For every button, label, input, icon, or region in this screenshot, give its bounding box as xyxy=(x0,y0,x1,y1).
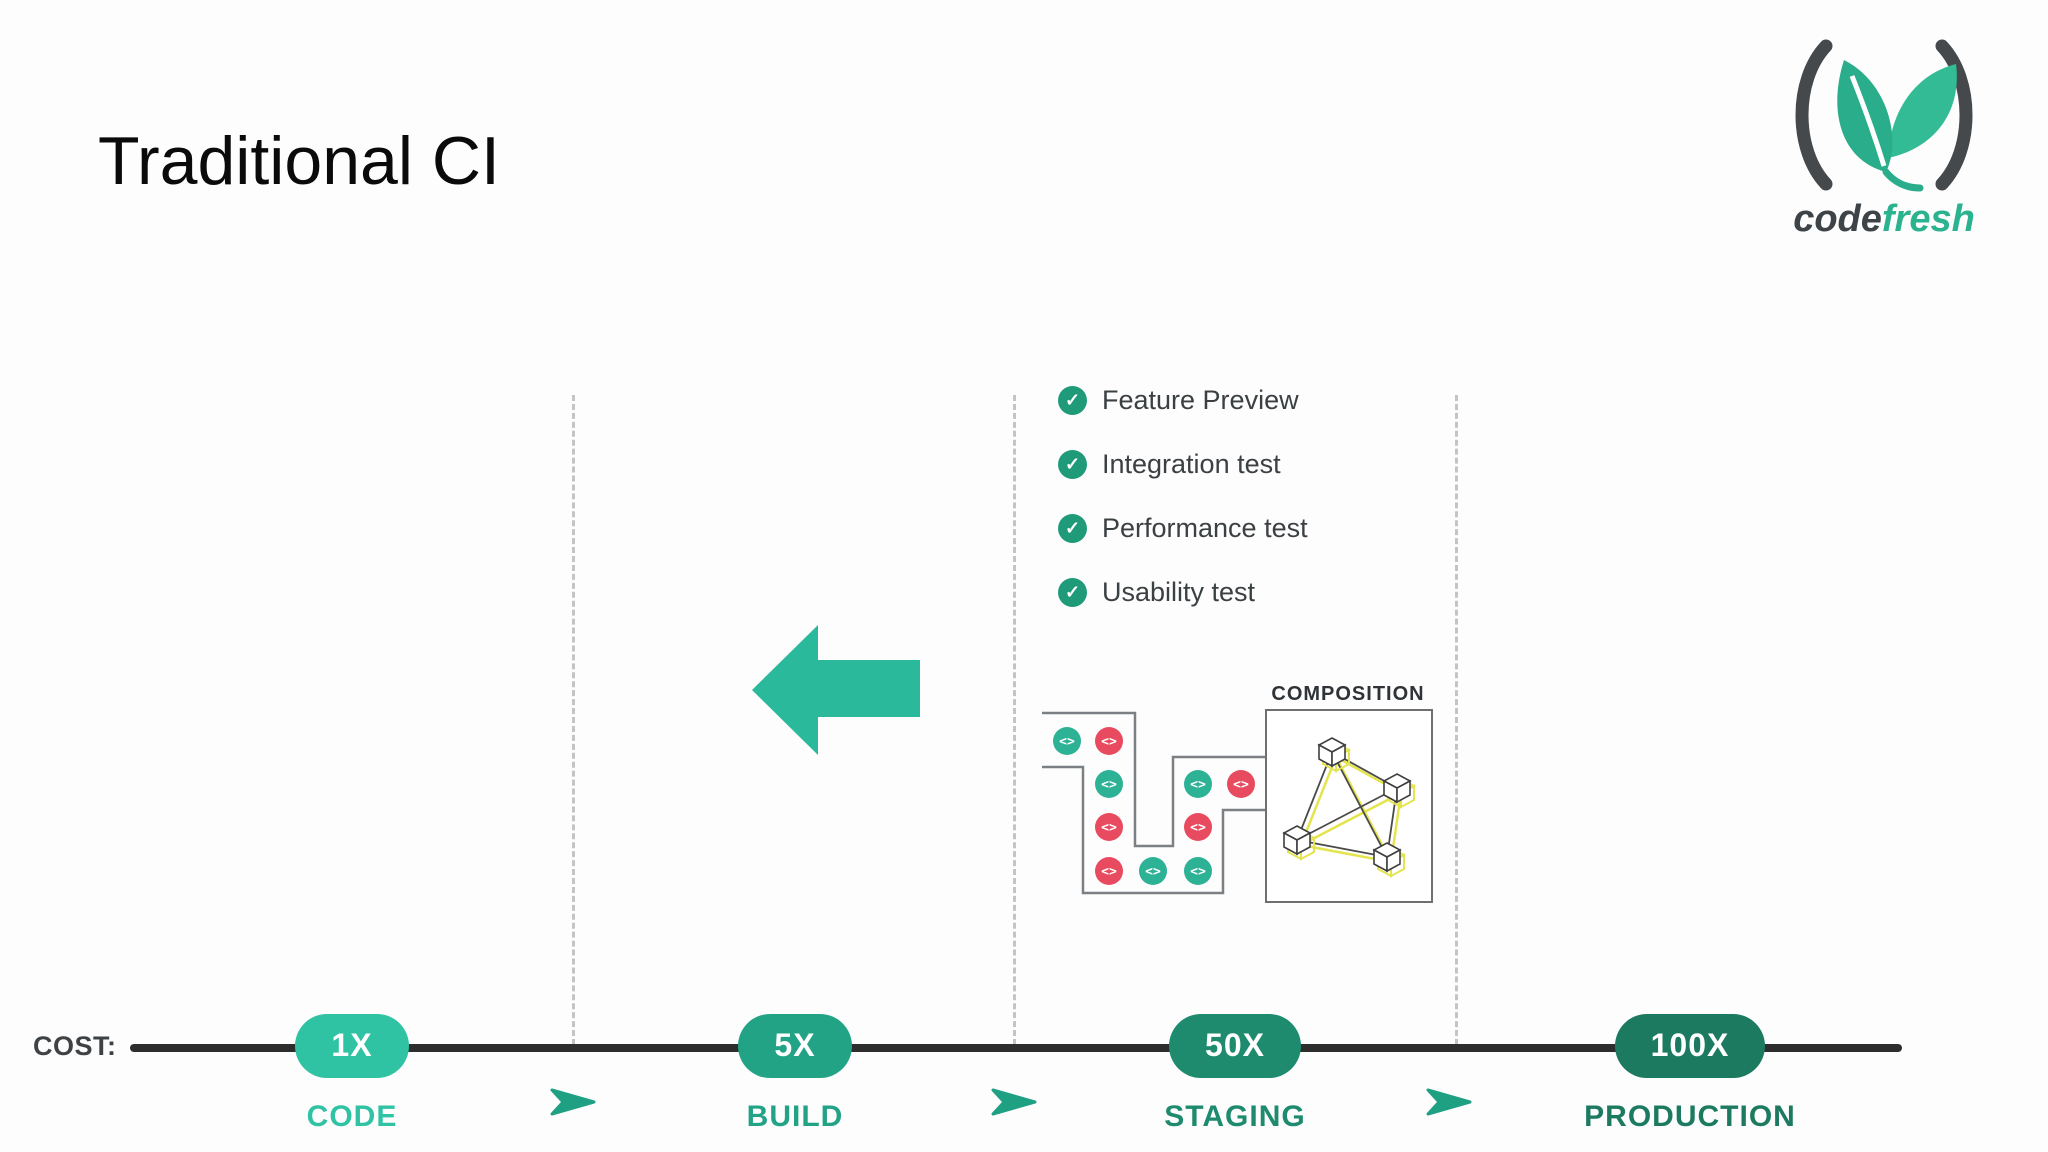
left-paren-glyph xyxy=(1795,39,1833,191)
cost-pill: 50X xyxy=(1169,1014,1301,1078)
stage-divider-line xyxy=(1455,395,1458,1045)
right-paren-glyph xyxy=(1935,39,1973,191)
commit-node-fail xyxy=(1095,857,1123,885)
checklist-item-label: Performance test xyxy=(1102,513,1308,543)
pipeline-path-outline xyxy=(1042,765,1266,895)
checklist-item-label: Usability test xyxy=(1102,577,1256,607)
checklist-item: ✓ Feature Preview xyxy=(1058,385,1308,415)
stage-name: CODE xyxy=(306,1100,398,1133)
commit-node-fail xyxy=(1227,770,1255,798)
page-title: Traditional CI xyxy=(98,123,500,199)
cost-pill: 1X xyxy=(295,1014,409,1078)
code-brackets-icon: <> xyxy=(1101,735,1117,750)
commit-node-pass xyxy=(1184,857,1212,885)
check-circle-icon: ✓ xyxy=(1058,514,1087,543)
commit-node-fail xyxy=(1095,813,1123,841)
service-cube-icon xyxy=(1318,737,1346,767)
code-brackets-icon: <> xyxy=(1059,735,1075,750)
test-checklist: ✓ Feature Preview ✓ Integration test ✓ P… xyxy=(1058,385,1308,642)
code-brackets-icon: <> xyxy=(1101,778,1117,793)
checklist-item: ✓ Usability test xyxy=(1058,577,1308,607)
staging-pipeline-diagram: <> <> <> <> <> <> <> <> <> <> COMPOSITION xyxy=(1042,683,1433,903)
code-brackets-icon: <> xyxy=(1190,821,1206,836)
stage-name: BUILD xyxy=(746,1100,844,1133)
stage-name: PRODUCTION xyxy=(1584,1100,1796,1133)
commit-node-pass xyxy=(1053,727,1081,755)
composition-label: COMPOSITION xyxy=(1271,683,1424,705)
check-circle-icon: ✓ xyxy=(1058,386,1087,415)
stage-name: STAGING xyxy=(1164,1100,1306,1133)
checklist-item-label: Integration test xyxy=(1102,449,1281,479)
stage-divider-line xyxy=(572,395,575,1045)
code-brackets-icon: <> xyxy=(1101,821,1117,836)
commit-node-fail xyxy=(1184,813,1212,841)
code-brackets-icon: <> xyxy=(1233,778,1249,793)
stage-divider-line xyxy=(1013,395,1016,1045)
code-brackets-icon: <> xyxy=(1101,865,1117,880)
check-circle-icon: ✓ xyxy=(1058,578,1087,607)
leaf-vein xyxy=(1849,75,1887,167)
service-cube-icon xyxy=(1283,825,1311,855)
checklist-item: ✓ Performance test xyxy=(1058,513,1308,543)
stage-code: 1X CODE xyxy=(212,1014,492,1134)
service-cube-icon xyxy=(1383,773,1411,803)
cost-axis-line xyxy=(130,1044,1902,1052)
commit-node-fail xyxy=(1095,727,1123,755)
commit-node-pass xyxy=(1184,770,1212,798)
pipeline-path-outline xyxy=(1042,711,1266,848)
stage-staging: 50X STAGING xyxy=(1095,1014,1375,1134)
cost-pill: 100X xyxy=(1614,1014,1766,1078)
code-brackets-icon: <> xyxy=(1145,865,1161,880)
codefresh-logo-icon xyxy=(1795,39,1973,192)
commit-node-pass xyxy=(1139,857,1167,885)
checklist-item-label: Feature Preview xyxy=(1102,385,1299,415)
check-circle-icon: ✓ xyxy=(1058,450,1087,479)
stage-production: 100X PRODUCTION xyxy=(1550,1014,1830,1134)
code-brackets-icon: <> xyxy=(1190,778,1206,793)
codefresh-wordmark: codefresh xyxy=(1778,198,1990,241)
stage-arrow-icon xyxy=(991,1088,1037,1116)
composition-box xyxy=(1265,709,1433,903)
code-brackets-icon: <> xyxy=(1190,865,1206,880)
commit-node-pass xyxy=(1095,770,1123,798)
right-leaf-icon xyxy=(1888,64,1957,158)
back-arrow-icon xyxy=(752,625,920,755)
stage-arrow-icon xyxy=(550,1088,596,1116)
pipeline-commit-nodes: <> <> <> <> <> <> <> <> <> <> xyxy=(1053,727,1255,885)
stage-arrow-icon xyxy=(1426,1088,1472,1116)
checklist-item: ✓ Integration test xyxy=(1058,449,1308,479)
wordmark-code: code xyxy=(1793,198,1882,240)
cost-pill: 5X xyxy=(738,1014,852,1078)
codefresh-logo: codefresh xyxy=(1778,38,1990,241)
service-cube-icon xyxy=(1373,842,1401,872)
leaf-stem xyxy=(1882,168,1924,192)
wordmark-fresh: fresh xyxy=(1881,198,1975,240)
stage-build: 5X BUILD xyxy=(655,1014,935,1134)
cost-axis-label: COST: xyxy=(33,1031,117,1061)
